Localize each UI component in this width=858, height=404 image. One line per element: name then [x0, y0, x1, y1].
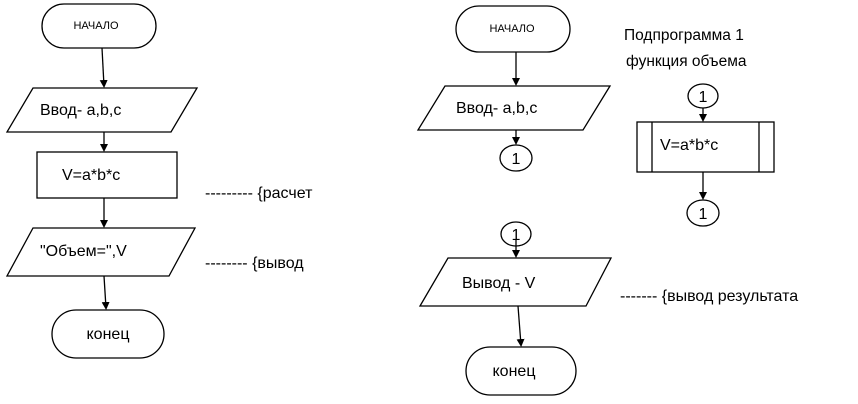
middle-connector-out-label: 1	[512, 151, 521, 168]
middle-arrow-4	[516, 305, 525, 347]
left-output-parallelogram	[5, 227, 197, 277]
left-process-label: V=a*b*c	[62, 167, 120, 184]
left-comment-output: -------- {вывод	[205, 255, 304, 272]
middle-start-terminator	[455, 5, 571, 53]
middle-connector-out	[499, 144, 533, 172]
subroutine-title-line2: функция объема	[626, 53, 747, 70]
subroutine-connector-out-label: 1	[699, 206, 708, 223]
left-start-terminator	[41, 3, 157, 49]
left-input-label: Ввод- a,b,c	[40, 102, 121, 119]
middle-connector-in-label: 1	[512, 227, 521, 244]
subroutine-flowchart: Подпрограмма 1 функция объема 1 V=a*b*c …	[624, 27, 775, 227]
subroutine-connector-in-label: 1	[699, 89, 708, 106]
left-output-label: "Объем=",V	[40, 243, 127, 260]
subroutine-process-label: V=a*b*c	[660, 137, 718, 154]
subroutine-predefined-process	[636, 121, 775, 173]
middle-end-label: конец	[493, 363, 536, 380]
subroutine-title-line1: Подпрограмма 1	[624, 27, 744, 44]
middle-end-terminator	[465, 346, 577, 396]
left-arrow-4	[101, 275, 110, 310]
middle-flowchart: НАЧАЛО Ввод- a,b,c 1 1 Вывод - V конец -…	[416, 5, 798, 396]
left-input-parallelogram	[5, 87, 199, 133]
middle-output-parallelogram	[418, 257, 613, 307]
middle-input-label: Ввод- a,b,c	[456, 100, 537, 117]
left-end-label: конец	[87, 326, 130, 343]
middle-input-parallelogram	[416, 85, 612, 131]
middle-output-label: Вывод - V	[462, 275, 536, 292]
left-end-terminator	[51, 309, 165, 359]
left-comment-calc: --------- {расчет	[205, 185, 313, 202]
left-arrow-1	[99, 47, 108, 88]
left-process-box	[36, 151, 178, 199]
middle-comment-output: ------- {вывод результата	[620, 288, 798, 305]
subroutine-connector-out	[686, 199, 720, 227]
middle-start-label: НАЧАЛО	[489, 23, 535, 35]
left-flowchart: НАЧАЛО Ввод- a,b,c V=a*b*c "Объем=",V ко…	[5, 3, 313, 359]
left-start-label: НАЧАЛО	[73, 20, 119, 32]
